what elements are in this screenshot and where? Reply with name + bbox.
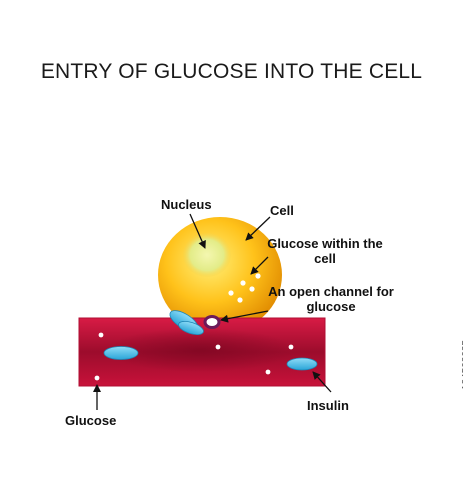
channel-arrow xyxy=(220,310,269,323)
insulin-molecule xyxy=(286,357,318,371)
glucose-dot xyxy=(265,369,271,375)
vessel-shadow xyxy=(105,328,295,372)
cell xyxy=(158,217,282,333)
glucose-label: Glucose xyxy=(65,413,117,428)
vessel-outline xyxy=(78,317,326,387)
glucose-dot-in-cell xyxy=(237,297,243,303)
diagram-title: ENTRY OF GLUCOSE INTO THE CELL xyxy=(40,60,423,83)
label-arrows xyxy=(93,213,332,410)
bound-insulin xyxy=(178,321,204,335)
glucose-dot xyxy=(98,332,104,338)
membrane-receptor xyxy=(169,310,204,335)
glucose-dot xyxy=(215,344,221,350)
nucleus xyxy=(183,233,231,277)
glucose-within-arrow xyxy=(250,256,269,275)
glucose-channel xyxy=(203,315,221,329)
glucose-dot-in-cell xyxy=(240,280,246,286)
cell-label: Cell xyxy=(270,203,294,218)
nucleus-label: Nucleus xyxy=(161,197,212,212)
insulin-label: Insulin xyxy=(307,398,349,413)
insulin-molecule xyxy=(103,346,139,360)
insulin-arrow xyxy=(312,371,332,393)
nucleus-arrow xyxy=(189,213,206,249)
open-channel-label: An open channel for glucose xyxy=(268,284,394,314)
cell-arrow xyxy=(245,216,271,241)
glucose-dot xyxy=(94,375,100,381)
channel-glucose xyxy=(210,320,214,324)
glucose-within-label: Glucose within the cell xyxy=(267,236,383,266)
glucose-dot-in-cell xyxy=(249,286,255,292)
glucose-dot xyxy=(288,344,294,350)
glucose-dot-in-cell xyxy=(255,273,261,279)
glucose-dot-in-cell xyxy=(228,290,234,296)
